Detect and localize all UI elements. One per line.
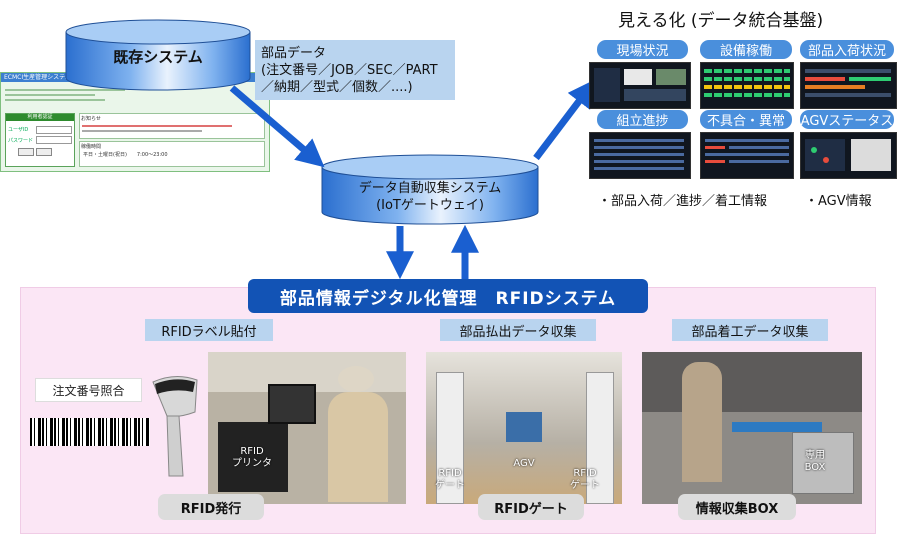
bottom-label-info-box: 情報収集BOX [678,494,796,520]
order-match-label: 注文番号照合 [35,378,142,402]
parts-data-line2: ／納期／型式／個数／....) [261,79,413,95]
pill-defects: 不具合・異常 [700,110,792,129]
printer-overlay-line1: RFID [240,446,264,457]
parts-data-title: 部品データ [261,45,327,61]
info-parts-progress: ・部品入荷／進捗／着工情報 [598,194,768,209]
hours-text: 平日・土曜日(祝日) 7:00〜23:00 [83,152,168,158]
login-box-title: 利用者認証 [6,114,74,121]
pill-parts-arrival: 部品入荷状況 [800,40,894,59]
gate-left-label: RFID ゲート [430,468,470,492]
reset-button[interactable] [36,148,52,156]
barcode-scanner-icon [152,376,198,477]
user-id-input[interactable] [36,126,72,134]
printer-overlay-label: RFID プリンタ [232,446,272,470]
dashboard-site-status [589,62,691,109]
bottom-label-rfid-gate: RFIDゲート [478,494,584,520]
arrow-existing-to-collector [229,85,325,168]
hours-title: 稼働時間 [81,144,102,150]
notice-title: お知らせ [81,116,101,122]
barcode-graphic [30,418,150,446]
box-overlay-label: 専用 BOX [800,450,830,474]
photo-rfid-gate [426,352,622,504]
dashboard-defects [700,132,794,179]
pill-assembly-progress: 組立進捗 [597,110,688,129]
dashboard-equipment [700,62,794,109]
existing-system-cylinder [65,19,251,91]
gate-right-line1: RFID [573,468,597,479]
dashboard-assembly [589,132,691,179]
existing-system-label: 既存システム [113,48,203,66]
bottom-label-rfid-issue: RFID発行 [158,494,264,520]
user-id-label: ユーザID [8,127,29,133]
pill-agv-status: AGVステータス [800,110,894,129]
rfid-banner: 部品情報デジタル化管理 RFIDシステム [248,279,648,313]
section-label-rfid-label: RFIDラベル貼付 [145,319,273,341]
collector-label: データ自動収集システム (IoTゲートウェイ) [322,180,538,214]
gate-right-line2: ゲート [570,480,600,491]
printer-overlay-line2: プリンタ [232,458,272,469]
collector-label-line1: データ自動収集システム [358,181,502,196]
dashboard-agv [800,132,897,179]
dashboard-parts-arrival [800,62,897,109]
photo-info-box [642,352,862,504]
password-label: パスワード [8,138,34,144]
pill-site-status: 現場状況 [597,40,688,59]
box-overlay-line1: 専用 [805,450,825,461]
arrow-collector-to-visualization [533,79,596,161]
info-agv: ・AGV情報 [805,194,872,209]
login-button[interactable] [18,148,34,156]
gate-left-line1: RFID [438,468,462,479]
parts-data-line1: (注文番号／JOB／SEC／PART [261,62,438,78]
collector-label-line2: (IoTゲートウェイ) [376,198,484,213]
agv-label: AGV [513,458,535,469]
section-label-parts-out: 部品払出データ収集 [440,319,596,341]
visualization-title: 見える化 (データ統合基盤) [618,11,824,31]
photo-rfid-printer [208,352,406,504]
section-label-parts-start: 部品着工データ収集 [672,319,828,341]
gate-left-line2: ゲート [435,480,465,491]
parts-data-box: 部品データ (注文番号／JOB／SEC／PART ／納期／型式／個数／....) [255,40,455,100]
box-overlay-line2: BOX [804,462,826,473]
password-input[interactable] [36,136,72,144]
gate-right-label: RFID ゲート [565,468,605,492]
pill-equipment-operation: 設備稼働 [700,40,792,59]
